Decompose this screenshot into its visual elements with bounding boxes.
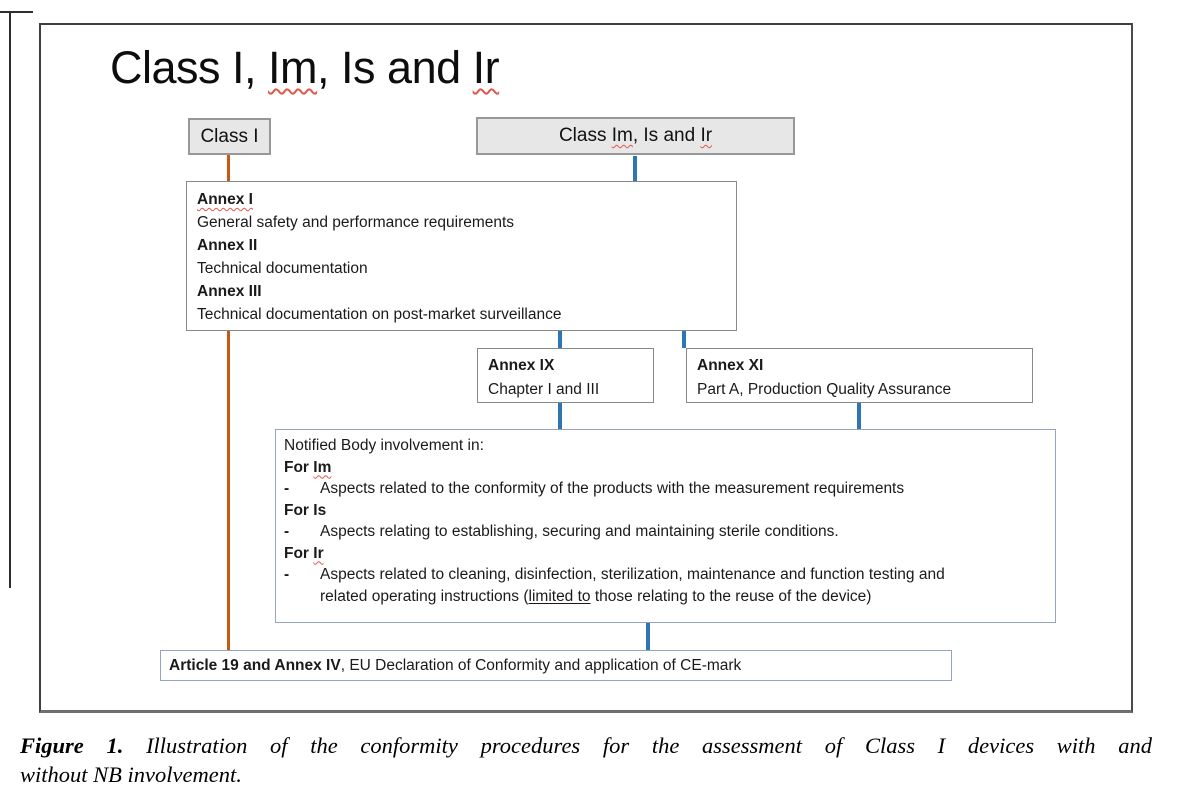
- annex-text: Technical documentation: [197, 260, 368, 277]
- annex-i-heading: Annex I: [197, 191, 253, 208]
- connector-classim-to-annex: [633, 156, 637, 182]
- article19-rest: , EU Declaration of Conformity and appli…: [340, 656, 742, 674]
- notified-body-box: Notified Body involvement in: For Im - A…: [275, 429, 1056, 623]
- nb-heading-word-is: Is: [313, 501, 327, 519]
- connector-annexix-to-nb: [558, 402, 562, 430]
- nb-bullet-ir-line2: related operating instructions (limited …: [320, 586, 945, 608]
- caption-label: Figure 1.: [20, 733, 124, 758]
- annex-heading: Annex III: [197, 280, 726, 303]
- connector-annex-to-annexxi: [682, 330, 686, 348]
- annex-text: Technical documentation on post-market s…: [197, 306, 562, 323]
- classim-segment: , Is and: [632, 125, 701, 146]
- nb-heading-word-im: Im: [313, 458, 332, 476]
- nb-bullet-is: - Aspects relating to establishing, secu…: [284, 521, 1047, 543]
- annex-ix-text: Chapter I and III: [488, 381, 600, 398]
- article19-text: Article 19 and Annex IV, EU Declaration …: [169, 657, 741, 675]
- annex-xi-text: Part A, Production Quality Assurance: [697, 381, 952, 398]
- annex-ix-heading: Annex IX: [488, 357, 555, 374]
- connector-annex-to-annexix: [558, 330, 562, 348]
- classim-word-ir: Ir: [700, 125, 713, 146]
- article19-bold: Article 19 and Annex IV: [169, 656, 341, 674]
- class1-label: Class I: [200, 125, 259, 147]
- diagram-title: Class I, Im, Is and Ir: [110, 42, 500, 94]
- diagram-frame: [39, 23, 1133, 713]
- bullet-dash: -: [284, 523, 290, 540]
- caption-text1: Illustration of the conformity procedure…: [123, 733, 1153, 758]
- nb-title: Notified Body involvement in:: [284, 437, 484, 454]
- bullet-dash: -: [284, 566, 290, 583]
- nb-heading-is: For Is: [284, 500, 1047, 522]
- connector-annexxi-to-nb: [857, 402, 861, 430]
- nb-bullet-ir: - Aspects related to cleaning, disinfect…: [284, 564, 1047, 607]
- nb-heading-prefix: For: [284, 458, 314, 476]
- nb-heading-prefix: For: [284, 544, 314, 562]
- classim-box: Class Im, Is and Ir: [476, 117, 795, 155]
- connector-nb-to-article: [646, 622, 650, 651]
- nb-heading-ir: For Ir: [284, 543, 1047, 565]
- annex-ix-box: Annex IX Chapter I and III: [477, 348, 654, 403]
- title-word-ir: Ir: [472, 42, 500, 93]
- title-segment: , Is and: [317, 42, 473, 93]
- nb-heading-prefix: For: [284, 501, 314, 519]
- annex-xi-heading: Annex XI: [697, 357, 764, 374]
- nb-bullet-ir-segment: related operating instructions (: [320, 587, 529, 605]
- class1-box: Class I: [188, 118, 271, 155]
- page-edge-line-horizontal: [0, 11, 33, 13]
- connector-class1-to-article: [227, 155, 230, 650]
- caption-line2: without NB involvement.: [20, 762, 242, 787]
- annex-iii-heading: Annex III: [197, 283, 262, 300]
- title-segment: Class I,: [110, 42, 269, 93]
- classim-segment: Class: [558, 125, 612, 146]
- nb-heading-im: For Im: [284, 457, 1047, 479]
- article19-box: Article 19 and Annex IV, EU Declaration …: [160, 650, 952, 681]
- bullet-dash: -: [284, 480, 290, 497]
- annex-text: General safety and performance requireme…: [197, 214, 515, 231]
- nb-bullet-ir-line1: Aspects related to cleaning, disinfectio…: [320, 566, 945, 583]
- nb-bullet-is-text: Aspects relating to establishing, securi…: [320, 523, 839, 540]
- annex-heading: Annex II: [197, 234, 726, 257]
- annex-ii-heading: Annex II: [197, 237, 258, 254]
- nb-bullet-ir-text: Aspects related to cleaning, disinfectio…: [320, 564, 945, 607]
- page-edge-line-vertical: [9, 11, 11, 588]
- nb-bullet-im: - Aspects related to the conformity of t…: [284, 478, 1047, 500]
- classim-label: Class Im, Is and Ir: [559, 125, 712, 147]
- figure-caption: Figure 1. Illustration of the conformity…: [20, 731, 1152, 789]
- annex-xi-box: Annex XI Part A, Production Quality Assu…: [686, 348, 1033, 403]
- nb-bullet-im-text: Aspects related to the conformity of the…: [320, 480, 905, 497]
- nb-bullet-ir-underlined: limited to: [528, 587, 591, 605]
- classim-word-im: Im: [611, 125, 633, 146]
- nb-heading-word-ir: Ir: [313, 544, 324, 562]
- annex-heading: Annex I: [197, 188, 726, 211]
- title-word-im: Im: [268, 42, 318, 93]
- caption-line1: Figure 1. Illustration of the conformity…: [20, 731, 1152, 760]
- nb-bullet-ir-segment: those relating to the reuse of the devic…: [590, 587, 872, 605]
- annex-requirements-box: Annex I General safety and performance r…: [186, 181, 737, 331]
